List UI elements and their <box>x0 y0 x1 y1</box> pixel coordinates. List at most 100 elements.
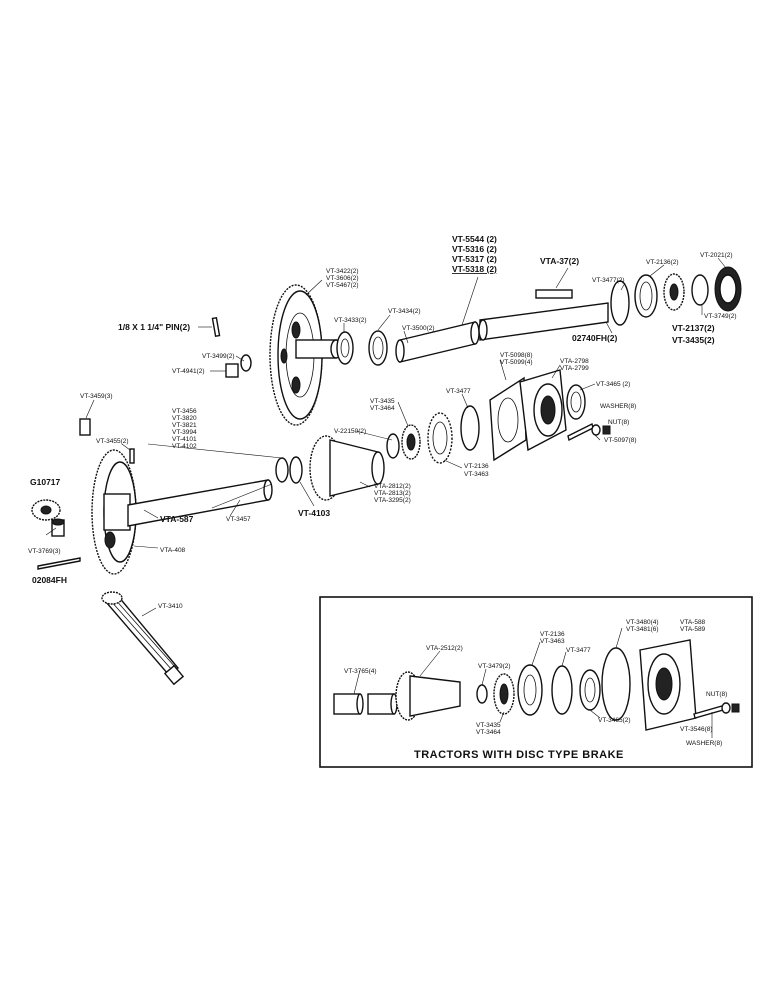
label-vt2021: VT-2021(2) <box>700 252 733 259</box>
label-vt3422: VT-3422(2) <box>326 268 359 275</box>
label-vt3410: VT-3410 <box>158 603 183 610</box>
label-vta2812: VTA-2812(2) <box>374 483 411 490</box>
cup-vt3434 <box>368 330 388 366</box>
label-vt5544: VT-5544 (2) <box>452 234 497 244</box>
washer-vt3499 <box>240 354 252 372</box>
label-vt5318: VT-5318 (2) <box>452 264 497 274</box>
label-vt5317: VT-5317 (2) <box>452 254 497 264</box>
inset-label-vt3435: VT-3435 <box>476 722 501 729</box>
inset-label-vt3465: VT-3465(2) <box>598 717 631 724</box>
inset-label-washer8: WASHER(8) <box>686 740 722 747</box>
axle-vta37 <box>478 289 609 341</box>
inset-snap-ring-vt3477 <box>551 665 573 715</box>
snap-ring-vt3477 <box>610 280 630 326</box>
label-vt3477a: VT-3477(2) <box>592 277 625 284</box>
label-vt3433: VT-3433(2) <box>334 317 367 324</box>
label-vt3606: VT-3606(2) <box>326 275 359 282</box>
inset-gasket-vt3480 <box>601 647 631 721</box>
bull-gear <box>269 284 342 426</box>
cup-vt2136 <box>634 274 658 318</box>
label-vta408: VTA-408 <box>160 547 186 554</box>
label-vt3456: VT-3456 <box>172 408 197 415</box>
inset-housing-vta588 <box>639 639 697 731</box>
label-vta2813: VTA-2813(2) <box>374 490 411 497</box>
label-vt3463a: VT-3463 <box>464 471 489 478</box>
inset-label-vt3481: VT-3481(6) <box>626 626 659 633</box>
label-vt4102: VT-4102 <box>172 443 197 450</box>
label-vt3457: VT-3457 <box>226 516 251 523</box>
bearing-vt3433 <box>336 331 354 365</box>
bolt-vt3455 <box>129 448 135 464</box>
label-vt4941: VT-4941(2) <box>172 368 205 375</box>
label-pin: 1/8 X 1 1/4" PIN(2) <box>118 322 190 332</box>
inset-cup-vt2136 <box>517 664 543 716</box>
gasket-vt5098 <box>489 376 527 462</box>
label-02740fh: 02740FH(2) <box>572 333 618 343</box>
nut-vt4941 <box>225 363 239 378</box>
inset-label-vt3546: VT-3546(8) <box>680 726 713 733</box>
label-vt5467: VT-5467(2) <box>326 282 359 289</box>
leader-lines <box>45 257 727 617</box>
spacer-v22150 <box>386 433 400 459</box>
label-vt3500: VT-3500(2) <box>402 325 435 332</box>
seal-vt3465 <box>566 384 586 420</box>
label-vt3435b: VT-3435 <box>370 398 395 405</box>
label-g10717: G10717 <box>30 477 61 487</box>
inset-label-vt3765: VT-3765(4) <box>344 668 377 675</box>
inset-spacer-vt3479 <box>476 684 488 704</box>
label-vt4103: VT-4103 <box>298 508 330 518</box>
label-vta2798: VTA-2798 <box>560 358 589 365</box>
seal-vt2021 <box>714 266 742 312</box>
washers-vt4103 <box>275 456 303 484</box>
label-vt3434: VT-3434(2) <box>388 308 421 315</box>
label-v22150: V-22150(2) <box>334 428 366 435</box>
inset-label-vt3464: VT-3464 <box>476 729 501 736</box>
inset-box: VT-3765(4) VTA-2512(2) VT-3479(2) VT-213… <box>319 596 753 768</box>
snap-ring-vt3477-b <box>460 405 480 451</box>
bolt-vt5097 <box>567 422 594 442</box>
main-labels: 1/8 X 1 1/4" PIN(2) VT-5544 (2) VT-5316 … <box>28 234 737 610</box>
cone-vt3435 <box>401 424 421 460</box>
inset-label-vt3463: VT-3463 <box>540 638 565 645</box>
washer-nut <box>591 424 611 436</box>
label-vta587: VTA-587 <box>160 514 194 524</box>
pin-part <box>211 316 221 338</box>
cone-vt2137 <box>663 273 685 311</box>
label-vt3455: VT-3455(2) <box>96 438 129 445</box>
label-nut8a: NUT(8) <box>608 419 629 426</box>
inset-bolt-vt3546 <box>693 702 740 719</box>
label-vt5097: VT-5097(8) <box>604 437 637 444</box>
shaft-vt3500 <box>395 321 480 363</box>
label-vt3820: VT-3820 <box>172 415 197 422</box>
label-vt3459: VT-3459(3) <box>80 393 113 400</box>
label-vt2136a: VT-2136(2) <box>646 259 679 266</box>
label-vta37: VTA-37(2) <box>540 256 579 266</box>
pin-02084fh <box>37 557 81 570</box>
inset-cone-vt3435 <box>493 673 515 715</box>
washer-vt3749 <box>691 274 709 306</box>
label-washer8a: WASHER(8) <box>600 403 636 410</box>
inset-label-vt3479: VT-3479(2) <box>478 663 511 670</box>
label-vt3994: VT-3994 <box>172 429 197 436</box>
bushing-vt3769 <box>51 518 65 537</box>
inset-label-vt2136: VT-2136 <box>540 631 565 638</box>
label-vta2799: VTA-2799 <box>560 365 589 372</box>
housing-vta2798 <box>519 369 567 452</box>
inset-label-vt3480: VT-3480(4) <box>626 619 659 626</box>
label-vt3464a: VT-3464 <box>370 405 395 412</box>
label-02084fh: 02084FH <box>32 575 67 585</box>
label-vt3477b: VT-3477 <box>446 388 471 395</box>
inset-label-vt3477: VT-3477 <box>566 647 591 654</box>
label-vt5099: VT-5099(4) <box>500 359 533 366</box>
inset-label-vta588: VTA-588 <box>680 619 706 626</box>
inset-pinion-vta2512 <box>395 671 461 721</box>
label-vt5098: VT-5098(8) <box>500 352 533 359</box>
label-vt3465a: VT-3465 (2) <box>596 381 630 388</box>
inset-rollers-vt3765 <box>333 693 398 715</box>
label-vta3295: VTA-3295(2) <box>374 497 411 504</box>
inset-label-vta589: VTA-589 <box>680 626 706 633</box>
inset-label-vta2512: VTA-2512(2) <box>426 645 463 652</box>
label-vt3435a: VT-3435(2) <box>672 335 715 345</box>
